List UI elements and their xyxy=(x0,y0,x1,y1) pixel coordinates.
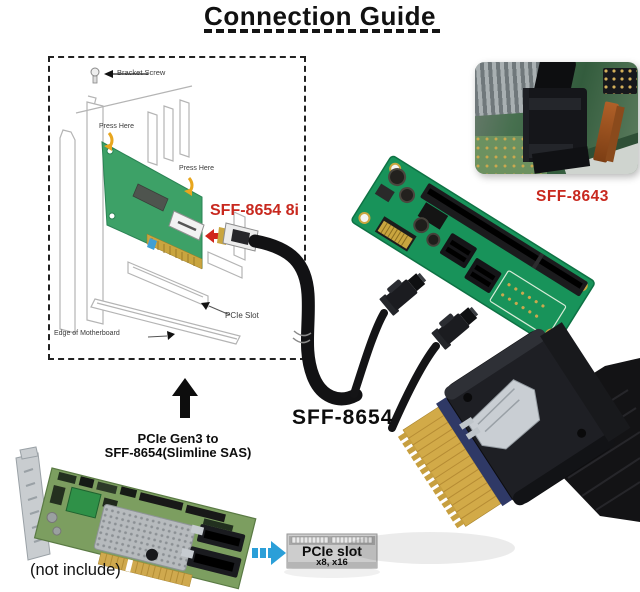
plug-side-highlight xyxy=(523,88,529,162)
pcie-slot-label: PCIe Slot xyxy=(225,311,259,320)
host-card-board xyxy=(33,467,257,590)
bracket-screw-label: Bracket Screw xyxy=(117,68,166,77)
slot-graphic-name: PCIe slot xyxy=(302,543,362,559)
sff8654-label: SFF-8654 xyxy=(292,406,394,429)
host-card-caption-line1: PCIe Gen3 to xyxy=(137,431,219,446)
sff8643-connector-1 xyxy=(379,272,427,316)
sff8643-label: SFF-8643 xyxy=(536,188,609,205)
title-underline xyxy=(204,29,440,33)
press-here-arrow-top xyxy=(104,132,114,151)
pcie-slot-callout-arrow xyxy=(201,302,231,316)
not-include-note: (not include) xyxy=(30,561,121,579)
sff8654-8i-label: SFF-8654 8i xyxy=(210,202,299,219)
exploded-diagram-lineart xyxy=(59,85,246,345)
cable-tie-mark xyxy=(292,330,312,344)
connector-shadow xyxy=(345,532,515,564)
page-title: Connection Guide xyxy=(204,1,436,31)
pcie-slot-graphic xyxy=(284,533,380,578)
motherboard-edge-callout-arrow xyxy=(147,331,175,340)
sff8654-ribbon-cable xyxy=(248,234,363,406)
sff8654-connector-closeup xyxy=(397,322,631,529)
up-arrow xyxy=(172,378,198,418)
blue-arrow xyxy=(252,541,286,565)
host-card-caption-line2: SFF-8654(Slimline SAS) xyxy=(104,445,252,460)
press-here-arrow-side xyxy=(184,177,194,196)
diagram-pcie-card xyxy=(101,141,205,270)
red-pointer-arrow xyxy=(205,229,226,243)
plug-collar xyxy=(525,98,581,110)
slot-graphic-sizes: x8, x16 xyxy=(316,557,348,568)
sff8643-adapter-board xyxy=(351,155,595,348)
pin-header xyxy=(603,68,637,94)
installation-diagram-box xyxy=(48,56,306,360)
press-here-side-label: Press Here xyxy=(179,165,215,172)
motherboard-edge-label: Edge of Motherboard xyxy=(54,330,120,337)
bracket-screw-icon xyxy=(90,67,148,84)
branch-cable-1 xyxy=(350,309,388,398)
press-here-top-label: Press Here xyxy=(99,123,135,130)
motherboard-photo xyxy=(475,62,638,174)
branch-cable-2 xyxy=(388,342,440,432)
sff8643-connector-2 xyxy=(431,306,479,350)
